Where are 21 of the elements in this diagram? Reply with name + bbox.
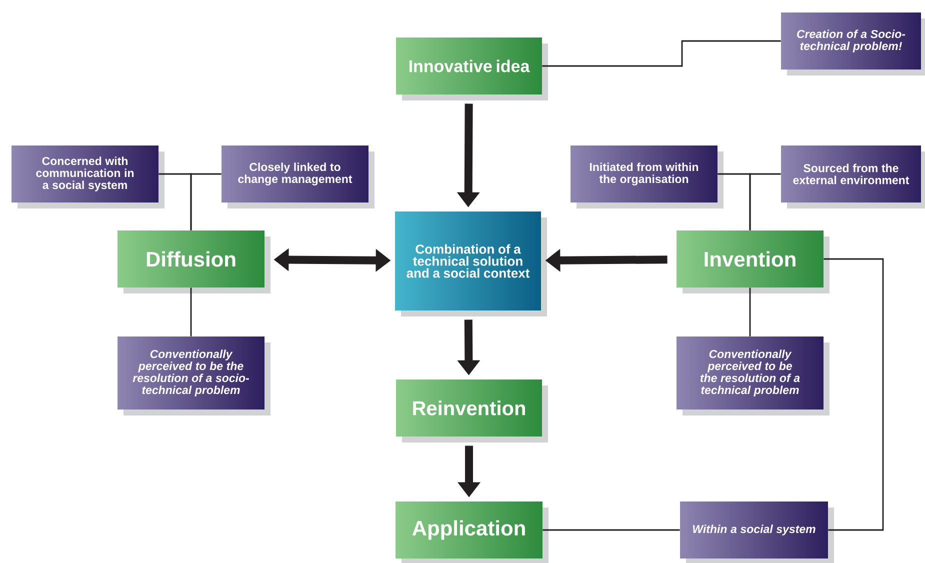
note-box: Concerned with communication in a social system: [12, 146, 164, 208]
process-box: Innovative idea: [396, 38, 548, 100]
connector-line: [542, 529, 680, 531]
connector-line: [190, 173, 222, 230]
note-box: Conventionally perceived to be the resolution of a technical problem: [676, 336, 830, 416]
process-box: Invention: [676, 230, 830, 294]
connector-line: [824, 258, 884, 531]
note-box: Sourced from the external environment: [781, 146, 925, 208]
note-box: Creation of a Socio-technical problem!: [781, 12, 925, 76]
note-box: Closely linked to change management: [222, 146, 374, 208]
connector-line: [190, 288, 192, 336]
note-box: Conventionally perceived to be the resolution of a socio-technical problem: [118, 336, 270, 416]
process-box: Application: [396, 502, 548, 563]
process-box: Reinvention: [396, 380, 548, 442]
note-box: Within a social system: [680, 502, 834, 563]
process-box: Diffusion: [118, 230, 270, 294]
central-box: Combination of a technical solution and a social context: [395, 212, 547, 316]
note-box: Initiated from within the organisation: [570, 146, 724, 208]
connector-line: [749, 173, 781, 230]
connector-line: [542, 40, 781, 67]
connector-line: [749, 288, 751, 336]
